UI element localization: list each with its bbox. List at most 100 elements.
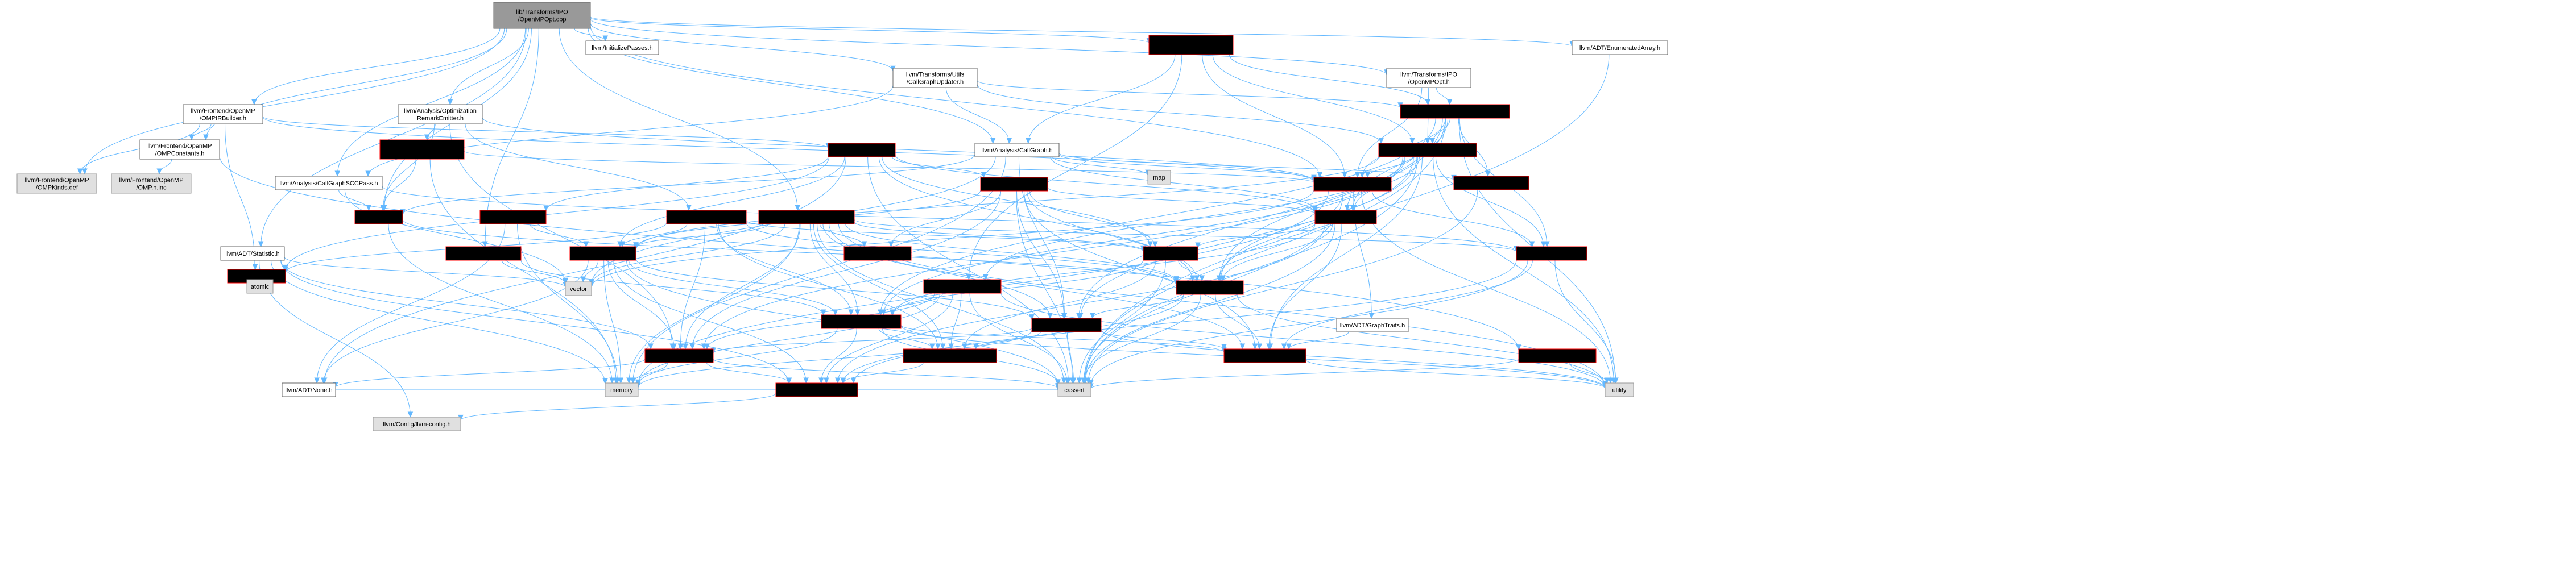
node-ompconstants[interactable]: llvm/Frontend/OpenMP/OMPConstants.h (139, 139, 220, 160)
node-none[interactable]: llvm/ADT/None.h (282, 382, 336, 397)
edge-arrowhead-optremark-to-diaginfo (686, 205, 692, 211)
node-cmdline[interactable]: llvm/Support/CommandLine.h (758, 210, 855, 224)
edge-arrowhead-lazycg-to-smallptrset (1540, 241, 1547, 248)
edge-arrowhead-diaginfo-to-optional (677, 343, 684, 350)
edge-arrowhead-allocator-to-compiler (824, 377, 829, 384)
node-ompkinds[interactable]: llvm/Frontend/OpenMP/OMPKinds.def (16, 173, 97, 194)
node-box (111, 173, 192, 194)
node-function[interactable]: llvm/IR/Function.h (1314, 210, 1377, 224)
dependency-edge-optremark-to-passmanager (482, 117, 1314, 181)
node-stringref[interactable]: llvm/ADT/StringRef.h (1176, 280, 1244, 295)
edge-arrowhead-attributor-to-cgscc (1425, 99, 1431, 106)
dependency-edge-cmdline-to-smallptrset (854, 219, 1517, 252)
node-vector[interactable]: vector (565, 281, 592, 296)
node-allocator[interactable]: llvm/Support/Allocator.h (923, 279, 1002, 294)
node-map[interactable]: map (1147, 170, 1171, 185)
edge-arrowhead-root-to-cgsccpass (334, 170, 341, 177)
dependency-edge-stlextras-to-iterator_range (1101, 330, 1225, 350)
node-graphtraits[interactable]: llvm/ADT/GraphTraits.h (1336, 318, 1409, 332)
node-label-line: llvm/Config/llvm-config.h (383, 421, 450, 428)
node-bitmaskenum[interactable]: llvm/ADT/BitmaskEnum.h (1518, 348, 1597, 363)
edge-arrowhead-smallptrset-to-cassert (1088, 380, 1094, 386)
node-pass[interactable]: llvm/Pass.h (354, 210, 403, 224)
node-optional[interactable]: llvm/ADT/Optional.h (644, 348, 714, 363)
node-ompirbuilder[interactable]: llvm/Frontend/OpenMP/OMPIRBuilder.h (183, 104, 263, 124)
node-box (282, 382, 336, 397)
node-cassert[interactable]: cassert (1057, 382, 1091, 397)
node-memory[interactable]: memory (605, 382, 639, 397)
node-optremark[interactable]: llvm/Analysis/OptimizationRemarkEmitter.… (398, 104, 483, 124)
dependency-edge-lazycg-to-utility (1433, 156, 1614, 384)
edge-arrowhead-attributor-to-callgraph (1026, 138, 1031, 144)
edge-arrowhead-bitmaskenum-to-utility (1604, 377, 1610, 384)
node-compiler[interactable]: llvm/Support/Compiler.h (775, 382, 858, 397)
node-instrtypes[interactable]: llvm/IR/InstrTypes.h (980, 177, 1048, 192)
node-stringmap[interactable]: llvm/ADT/StringMap.h (843, 246, 912, 261)
node-arrayref[interactable]: llvm/ADT/ArrayRef.h (569, 246, 636, 261)
dependency-edge-instrtypes-to-stringref (1027, 190, 1197, 281)
node-cgsccpass[interactable]: llvm/Analysis/CallGraphSCCPass.h (275, 176, 383, 190)
node-smallvector[interactable]: llvm/ADT/SmallVector.h (821, 314, 902, 329)
edge-arrowhead-irbuilder-to-twine (1147, 241, 1153, 248)
edge-arrowhead-callgraphupdater-to-cgsccpass (365, 170, 371, 177)
node-label-line: /OMPIRBuilder.h (200, 115, 246, 122)
node-callgraph[interactable]: llvm/Analysis/CallGraph.h (974, 143, 1060, 157)
edge-arrowhead-root-to-callgraph (990, 138, 996, 144)
node-enumarray[interactable]: llvm/ADT/EnumeratedArray.h (1572, 40, 1668, 55)
node-label-line: llvm/IR/DiagnosticInfo.h (673, 214, 739, 221)
node-irbuilder[interactable]: llvm/IR/IRBuilder.h (828, 143, 896, 157)
node-utility[interactable]: utility (1605, 382, 1634, 397)
node-label-line: llvm/Analysis/LazyCallGraph.h (1386, 147, 1470, 154)
edge-arrowhead-cmdline-to-iterator_range (1239, 343, 1246, 350)
node-passmanager[interactable]: llvm/IR/PassManager.h (1313, 177, 1392, 192)
edge-arrowhead-twine-to-stringref (1199, 275, 1205, 282)
node-ipo_h[interactable]: llvm/Transforms/IPO.h (445, 246, 522, 261)
dependency-edge-allocator-to-compiler (826, 293, 953, 384)
node-errorhandling[interactable]: llvm/Support/ErrorHandling.h (903, 348, 997, 363)
node-label-line: utility (1612, 387, 1627, 394)
edge-arrowhead-cgscc-to-valuehandle (1485, 170, 1491, 177)
node-lazycg[interactable]: llvm/Analysis/LazyCallGraph.h (1378, 143, 1477, 157)
dependency-edge-root-to-statistic (261, 28, 527, 247)
node-intrinsics[interactable]: llvm/IR/Intrinsics.h (479, 210, 547, 224)
node-twine[interactable]: llvm/ADT/Twine.h (1143, 246, 1198, 261)
node-iterator_range[interactable]: llvm/ADT/iterator_range.h (1223, 348, 1306, 363)
node-label-line: llvm/Pass.h (363, 214, 395, 221)
edge-arrowhead-ompirbuilder-to-ompkinds (77, 168, 83, 175)
node-valuehandle[interactable]: llvm/IR/ValueHandle.h (1453, 176, 1529, 190)
edge-arrowhead-arrayref-to-smallvector (832, 309, 838, 316)
node-debugloc[interactable]: llvm/IR/DebugLoc.h (227, 269, 286, 284)
dependency-edge-cmdline-to-optional (685, 223, 801, 350)
dependency-edge-graphtraits-to-iterator_range (1288, 331, 1349, 350)
dependency-edge-instrtypes-to-stringmap (891, 190, 1001, 247)
node-box (758, 210, 855, 224)
edge-arrowhead-root-to-statistic (258, 241, 264, 248)
node-root[interactable]: lib/Transforms/IPO/OpenMPOpt.cpp (493, 2, 591, 29)
node-label-line: llvm/IR/Intrinsics.h (487, 214, 538, 221)
dependency-edge-stringref-to-cassert (1083, 294, 1201, 384)
node-attributor[interactable]: llvm/Transforms/IPO/Attributor.h (1148, 35, 1234, 55)
edge-arrowhead-lazycg-to-passmanager (1365, 172, 1371, 178)
edge-arrowhead-instrtypes-to-iterator_range (1252, 343, 1258, 350)
node-stlextras[interactable]: llvm/ADT/STLExtras.h (1031, 318, 1102, 332)
edge-arrowhead-instrtypes-to-twine (1152, 241, 1158, 248)
node-atomic[interactable]: atomic (246, 279, 274, 294)
node-callgraphupdater[interactable]: llvm/Transforms/Utils/CallGraphUpdater.h (892, 68, 978, 88)
node-init[interactable]: llvm/InitializePasses.h (585, 40, 659, 55)
node-smallptrset[interactable]: llvm/ADT/SmallPtrSet.h (1516, 246, 1587, 261)
node-label-line: llvm/Analysis/CallGraph.h (981, 147, 1052, 154)
node-openmpopt_h[interactable]: llvm/Transforms/IPO/OpenMPOpt.h (1386, 68, 1471, 88)
node-box (246, 279, 274, 294)
node-statistic[interactable]: llvm/ADT/Statistic.h (220, 246, 285, 261)
node-label-line: llvm/Frontend/OpenMP (119, 177, 183, 184)
node-cgscc[interactable]: llvm/Analysis/CGSCCPassManager.h (1400, 104, 1510, 119)
edge-arrowhead-stringref-to-iterator_range (1256, 343, 1263, 350)
edge-arrowhead-allocator-to-optional (704, 343, 710, 350)
dependency-edge-iterator_range-to-utility (1305, 359, 1606, 389)
node-llvmconfig[interactable]: llvm/Config/llvm-config.h (373, 417, 461, 431)
dependency-edge-cmdline-to-smallvector (809, 223, 858, 315)
dependency-edge-smallptrset-to-utility (1554, 260, 1616, 384)
node-ompinc[interactable]: llvm/Frontend/OpenMP/OMP.h.inc (111, 173, 192, 194)
node-diaginfo[interactable]: llvm/IR/DiagnosticInfo.h (666, 210, 747, 224)
